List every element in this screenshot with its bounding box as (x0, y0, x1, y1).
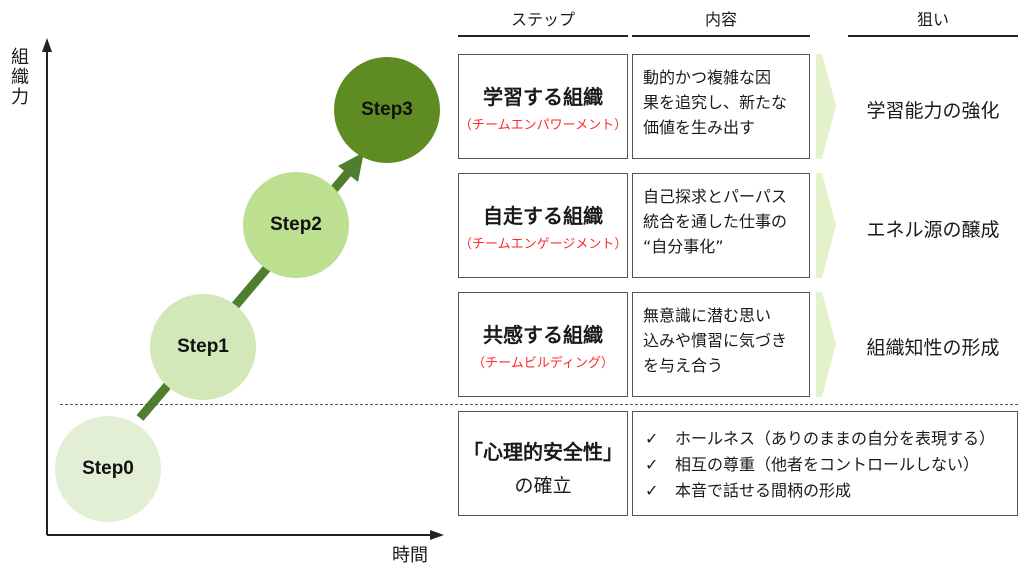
step3-circle: Step3 (334, 57, 440, 163)
growth-arrowhead (338, 152, 364, 182)
step2-label: Step2 (270, 214, 322, 235)
checklist-item-text: 本音で話せる間柄の形成 (675, 481, 852, 500)
checklist-item: ✓ ホールネス（ありのままの自分を表現する） (645, 426, 1017, 452)
checklist-item: ✓ 本音で話せる間柄の形成 (645, 478, 1017, 504)
foundation-box: 「心理的安全性」 の確立 (458, 411, 628, 516)
step-box-self-driven: 自走する組織 （チームエンゲージメント） (458, 173, 628, 278)
foundation-subtitle: の確立 (514, 475, 572, 497)
y-axis-arrowhead (42, 38, 52, 52)
aim-text: エネル源の醸成 (866, 219, 1000, 241)
foundation-checklist: ✓ ホールネス（ありのままの自分を表現する） ✓ 相互の尊重（他者をコントロール… (632, 411, 1018, 516)
step-title: 自走する組織 (483, 204, 603, 228)
chevron-right-icon (816, 173, 836, 278)
step-subtitle: （チームエンゲージメント） (459, 237, 628, 252)
step-box-empathy: 共感する組織 （チームビルディング） (458, 292, 628, 397)
y-axis-label-char: 織 (11, 67, 29, 88)
y-axis-label: 組 織 力 (10, 48, 30, 108)
header-step-underline (458, 35, 628, 37)
step-box-learning: 学習する組織 （チームエンパワーメント） (458, 54, 628, 159)
x-axis-arrowhead (430, 530, 444, 540)
content-box-empathy: 無意識に潜む思い 込みや慣習に気づき を与え合う (632, 292, 810, 397)
check-icon: ✓ (645, 455, 659, 474)
header-step: ステップ (510, 10, 575, 29)
header-aim-underline (848, 35, 1018, 37)
step1-circle: Step1 (150, 294, 256, 400)
step-subtitle: （チームビルディング） (472, 356, 614, 371)
step3-label: Step3 (361, 99, 413, 120)
header-content: 内容 (704, 10, 737, 29)
x-axis-label: 時間 (392, 545, 428, 566)
check-icon: ✓ (645, 429, 659, 448)
aim-text: 学習能力の強化 (866, 100, 1000, 122)
content-box-self-driven: 自己探求とパーパス 統合を通した仕事の “自分事化” (632, 173, 810, 278)
foundation-title: 「心理的安全性」 (463, 440, 623, 464)
header-aim: 狙い (916, 10, 949, 29)
content-box-learning: 動的かつ複雑な因 果を追究し、新たな 価値を生み出す (632, 54, 810, 159)
step1-label: Step1 (177, 336, 229, 357)
step0-circle: Step0 (55, 416, 161, 522)
chevron-right-icon (816, 54, 836, 159)
step-subtitle: （チームエンパワーメント） (459, 118, 628, 133)
content-description: 動的かつ複雑な因 果を追究し、新たな 価値を生み出す (643, 68, 788, 137)
y-axis-label-char: 力 (11, 87, 29, 108)
divider-dashed-line (60, 404, 1018, 405)
step2-circle: Step2 (243, 172, 349, 278)
chevron-right-icon (816, 292, 836, 397)
step-title: 学習する組織 (483, 85, 603, 109)
header-content-underline (632, 35, 810, 37)
y-axis-label-char: 組 (11, 47, 29, 68)
content-description: 無意識に潜む思い 込みや慣習に気づき を与え合う (643, 306, 788, 375)
check-icon: ✓ (645, 481, 659, 500)
checklist-item: ✓ 相互の尊重（他者をコントロールしない） (645, 452, 1017, 478)
step-title: 共感する組織 (483, 323, 603, 347)
checklist-item-text: 相互の尊重（他者をコントロールしない） (675, 455, 980, 474)
aim-text: 組織知性の形成 (866, 337, 1000, 359)
checklist-item-text: ホールネス（ありのままの自分を表現する） (675, 429, 996, 448)
step0-label: Step0 (82, 458, 134, 479)
content-description: 自己探求とパーパス 統合を通した仕事の “自分事化” (643, 187, 788, 256)
